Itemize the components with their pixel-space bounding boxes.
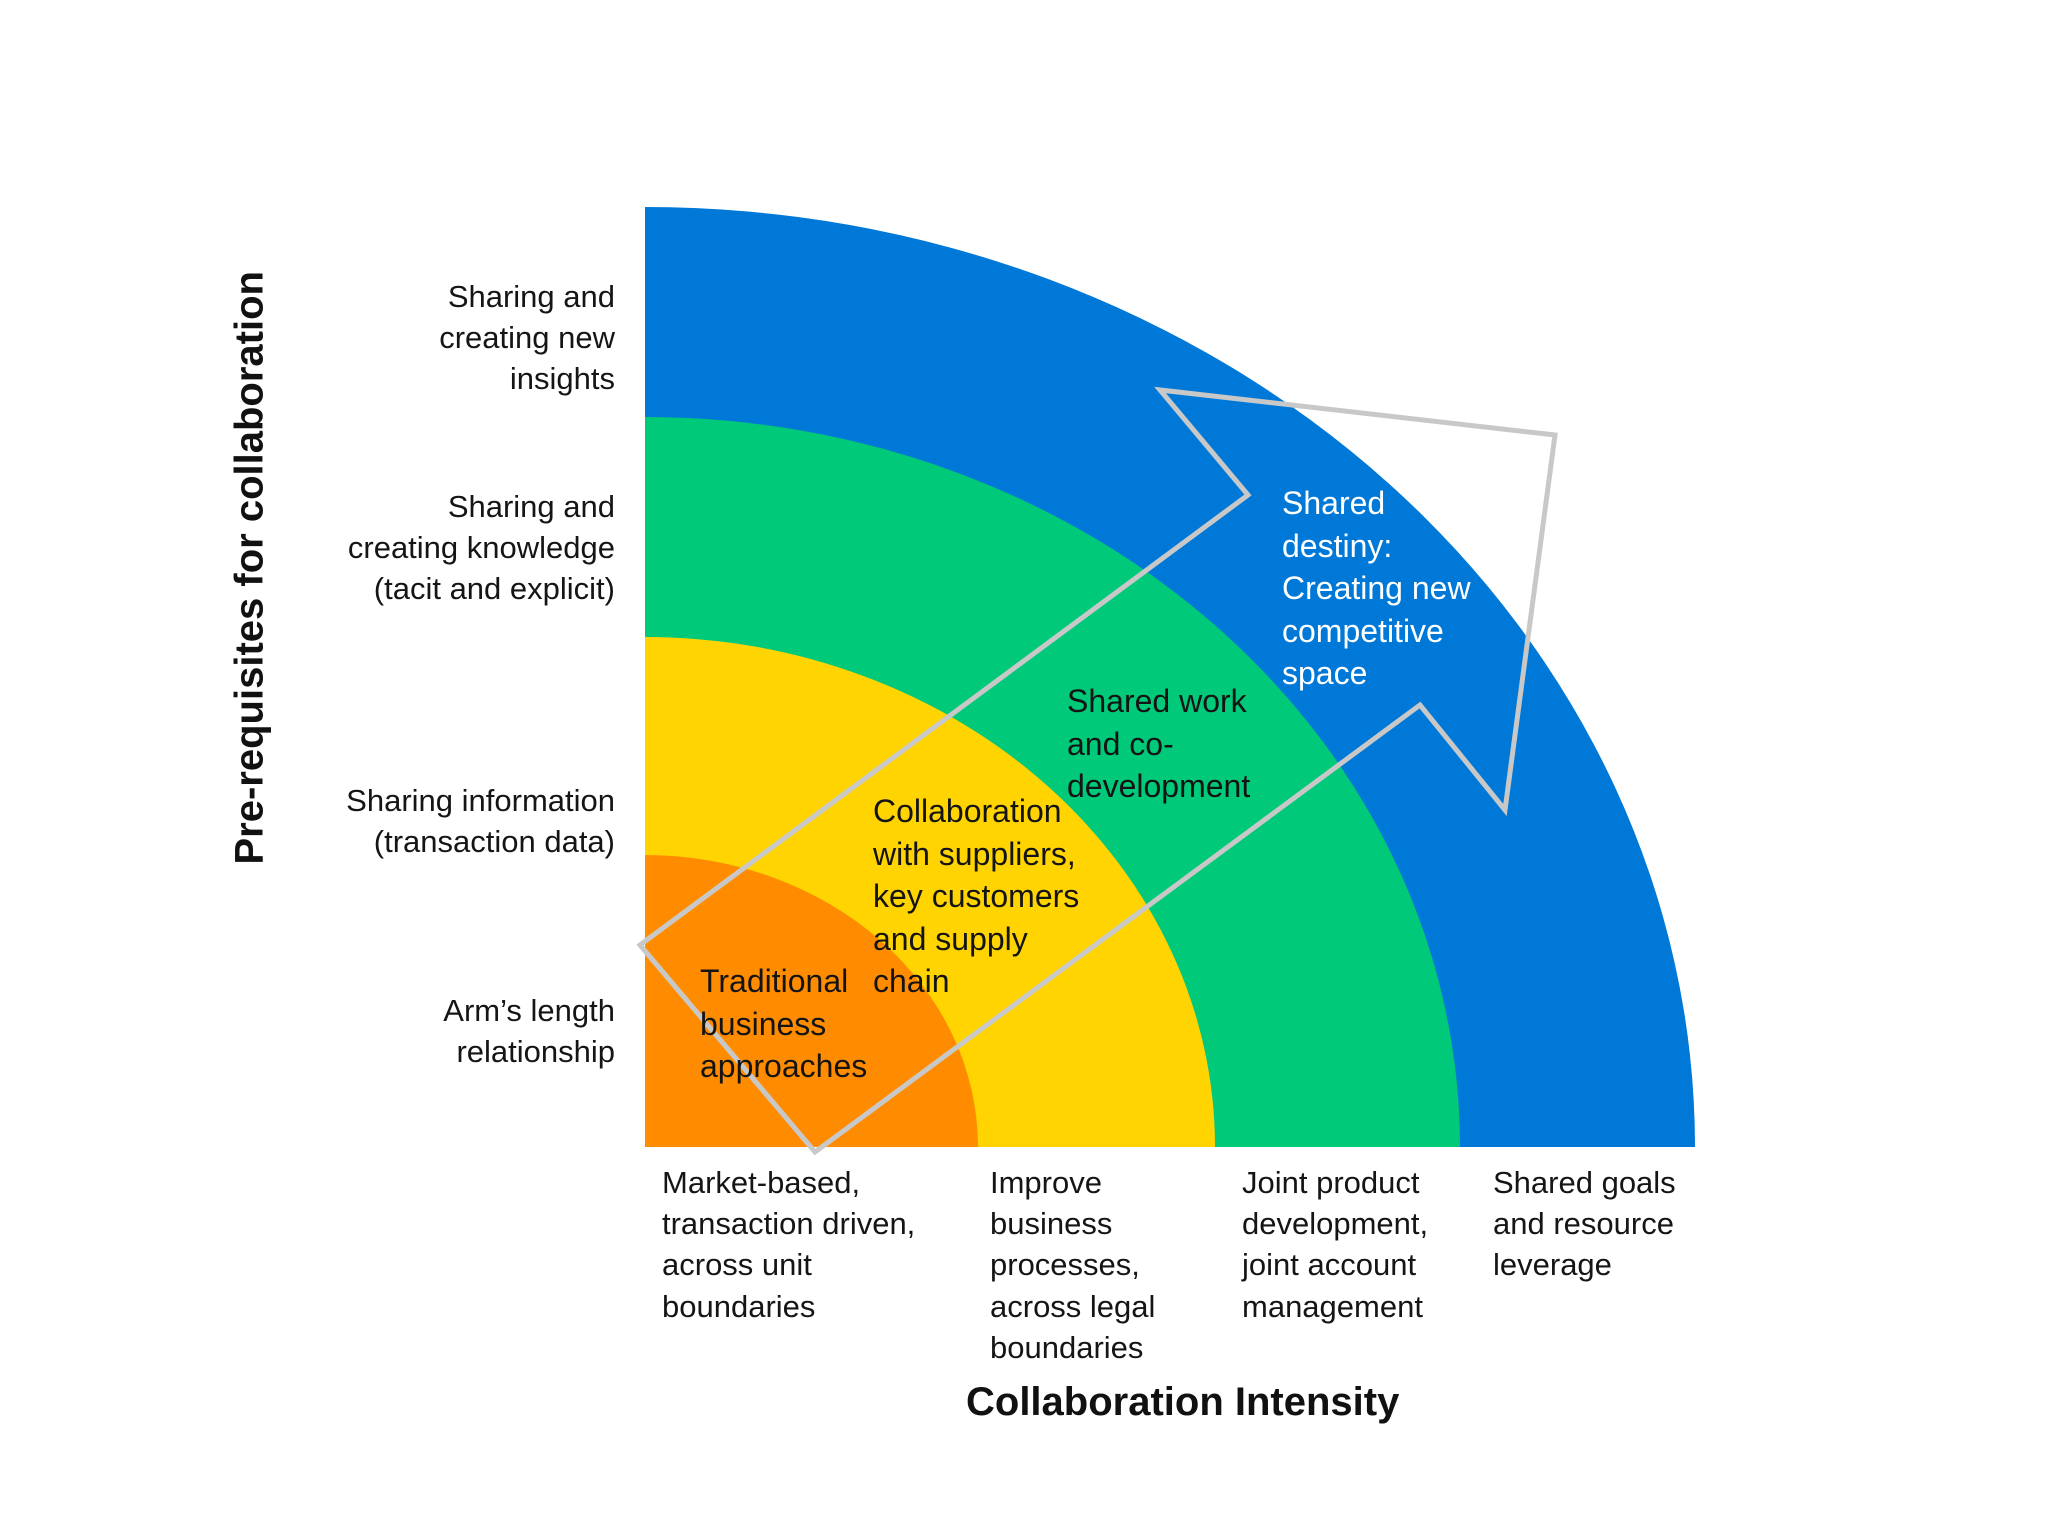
x-label-shared-goals: Shared goals and resource leverage [1493,1165,1676,1283]
y-label-arms-length: Arm’s length relationship [443,993,615,1070]
y-axis-title: Pre-requisites for collaboration [227,271,272,865]
label-collaboration: Collaboration with suppliers, key custom… [873,793,1080,1000]
y-label-new-insights: Sharing and creating new insights [439,279,615,397]
ring-traditional [645,855,978,1147]
x-axis-title: Collaboration Intensity [966,1380,1400,1424]
x-label-improve-processes: Improve business processes, across legal… [990,1165,1156,1365]
y-label-knowledge: Sharing and creating knowledge (tacit an… [347,489,615,607]
x-label-joint-development: Joint product development, joint account… [1242,1165,1429,1324]
progress-arrow-outline [636,386,1558,1156]
x-label-market-based: Market-based, transaction driven, across… [662,1165,916,1324]
label-shared-destiny: Shared destiny: Creating new competitive… [1282,485,1471,692]
y-label-information: Sharing information (transaction data) [346,783,615,860]
label-traditional: Traditional business approaches [700,963,868,1085]
label-shared-work: Shared work and co-development [1067,683,1251,805]
